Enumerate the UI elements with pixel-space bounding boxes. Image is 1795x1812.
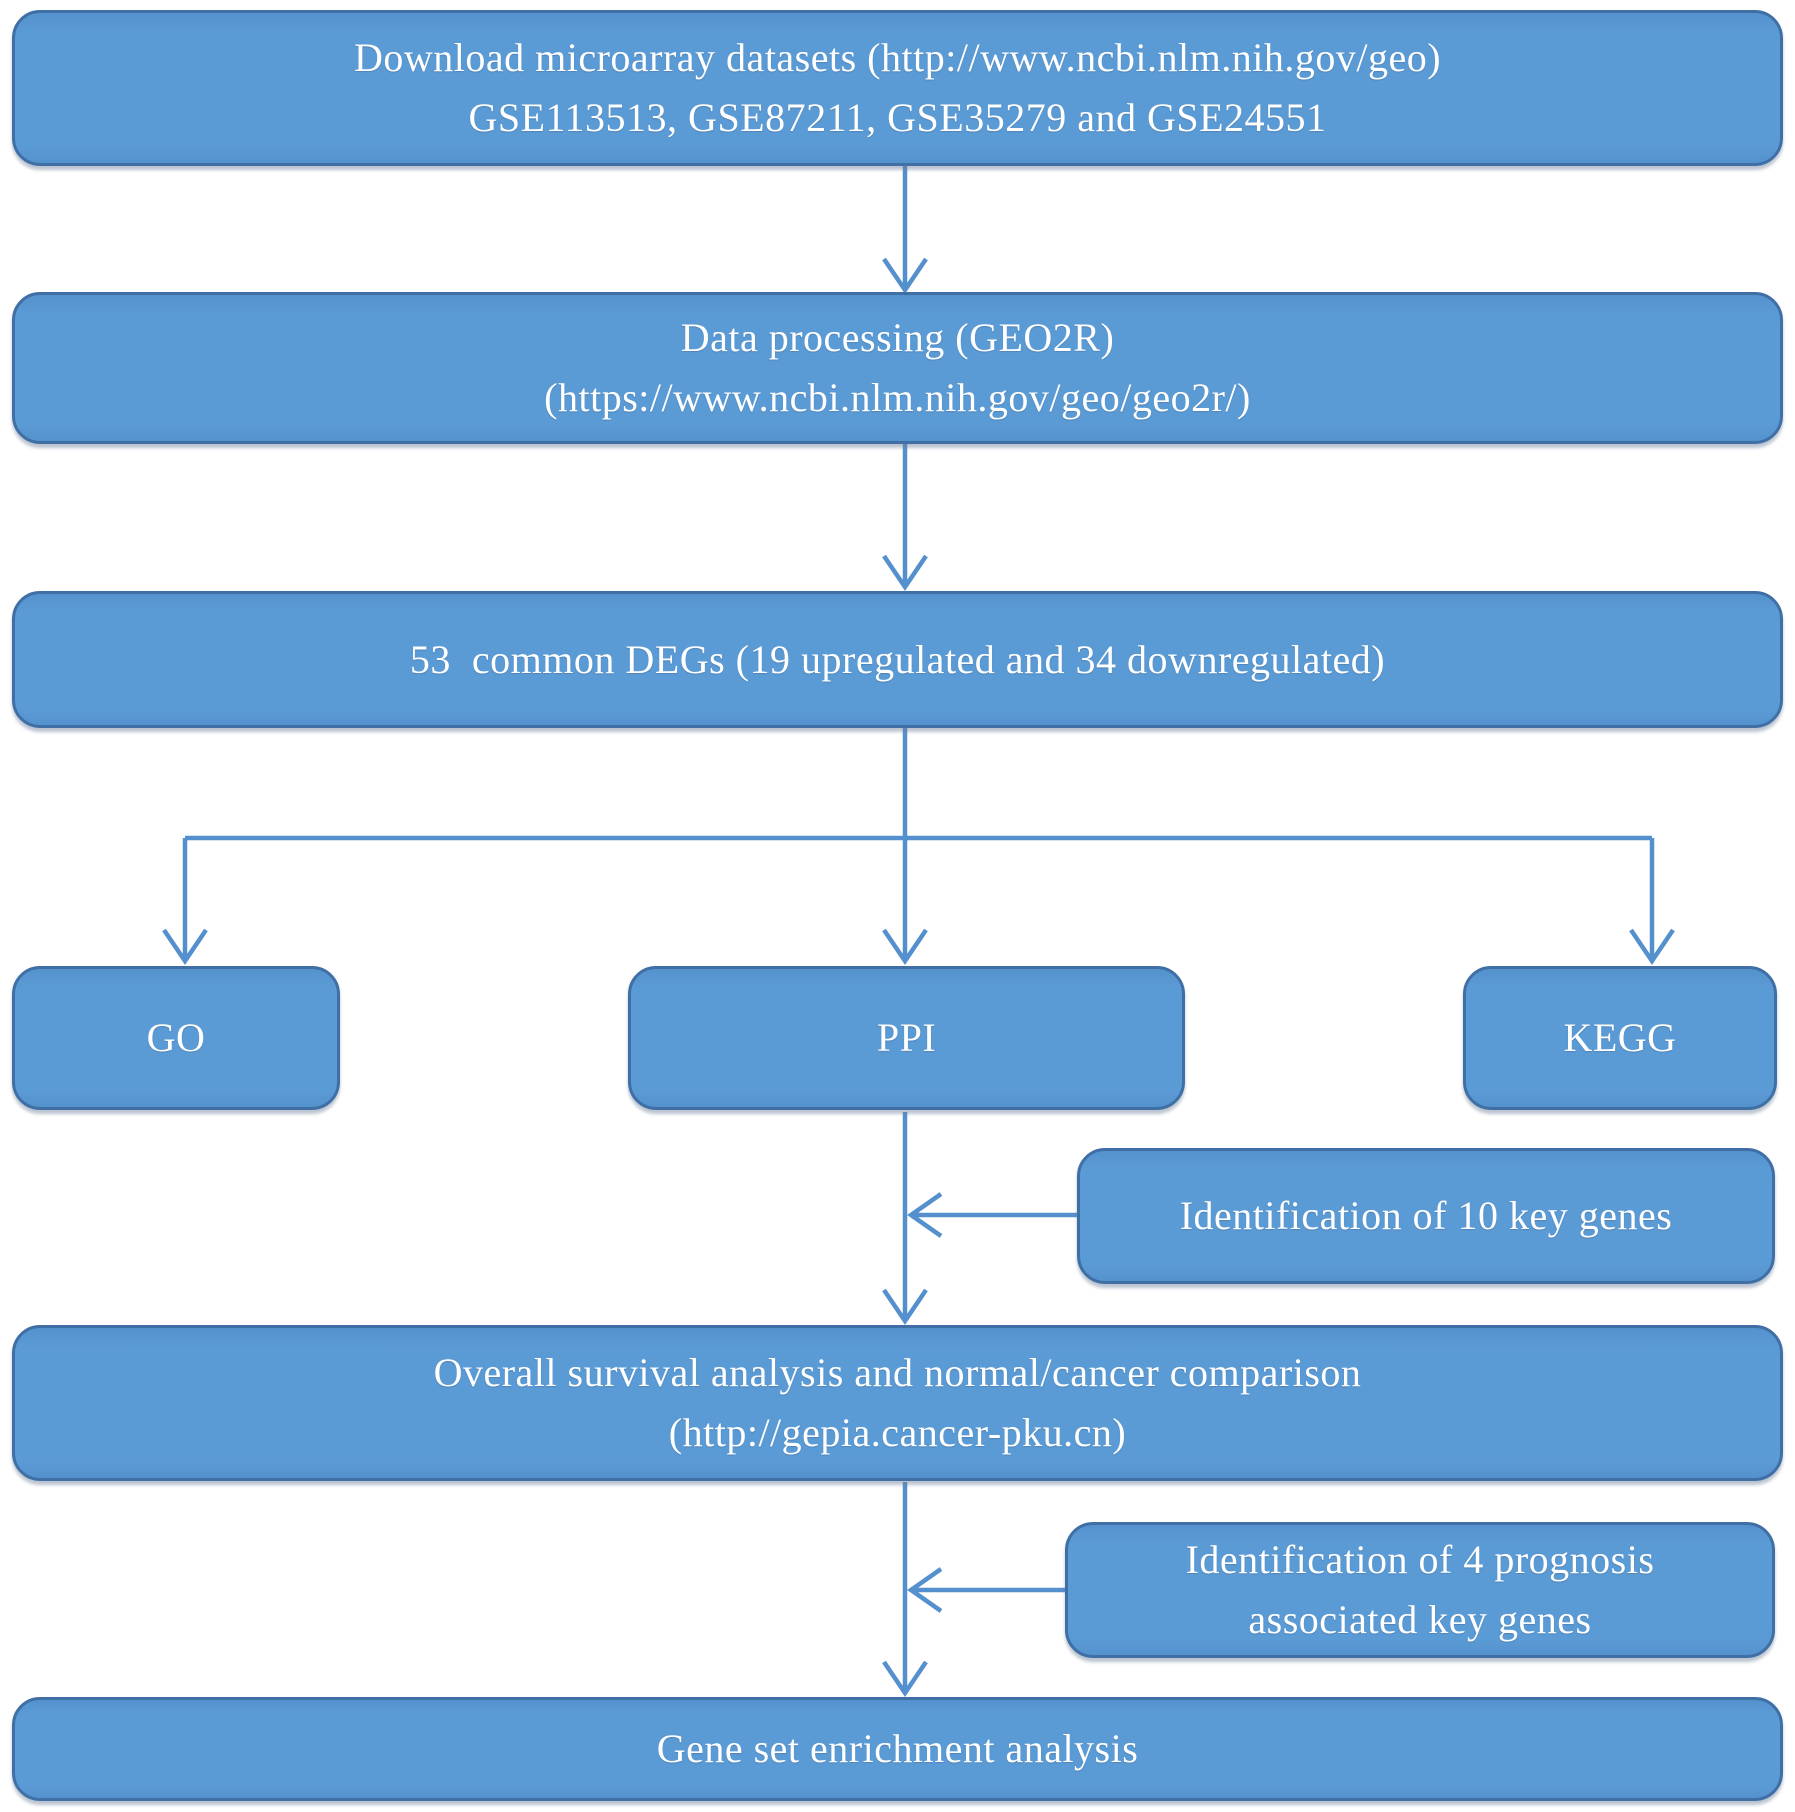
node-gene-set-enrichment: Gene set enrichment analysis <box>12 1697 1783 1801</box>
arrow-download-to-processing <box>882 166 928 295</box>
node-identification-4-prognosis-genes: Identification of 4 prognosis associated… <box>1065 1522 1775 1658</box>
node-text: Identification of 10 key genes <box>1179 1193 1673 1238</box>
node-text: GO <box>146 1015 206 1060</box>
node-text: PPI <box>876 1015 937 1060</box>
node-go: GO <box>12 966 340 1110</box>
node-text: associated key genes <box>1248 1597 1592 1642</box>
node-text: Gene set enrichment analysis <box>656 1726 1139 1771</box>
node-kegg: KEGG <box>1463 966 1777 1110</box>
node-text: Download microarray datasets (http://www… <box>353 35 1442 80</box>
node-survival-analysis: Overall survival analysis and normal/can… <box>12 1325 1783 1481</box>
arrow-degs-to-ppi <box>882 728 928 966</box>
node-text: GSE113513, GSE87211, GSE35279 and GSE245… <box>468 95 1327 140</box>
arrow-branch-to-kegg <box>1629 838 1675 966</box>
node-text: 53 common DEGs (19 upregulated and 34 do… <box>409 636 1386 682</box>
node-text: Overall survival analysis and normal/can… <box>433 1350 1362 1395</box>
node-text: (https://www.ncbi.nlm.nih.gov/geo/geo2r/… <box>544 375 1251 420</box>
node-text: KEGG <box>1563 1015 1677 1060</box>
node-common-degs: 53 common DEGs (19 upregulated and 34 do… <box>12 591 1783 728</box>
node-data-processing: Data processing (GEO2R) (https://www.ncb… <box>12 292 1783 444</box>
arrow-processing-to-degs <box>882 444 928 592</box>
node-text: (http://gepia.cancer-pku.cn) <box>668 1410 1127 1455</box>
arrow-survival-to-gsea <box>882 1482 928 1698</box>
node-text: Data processing (GEO2R) <box>680 315 1115 360</box>
arrow-key10-to-flow <box>907 1192 1077 1238</box>
arrow-branch-to-go <box>162 838 208 966</box>
node-download-datasets: Download microarray datasets (http://www… <box>12 10 1783 166</box>
arrow-ppi-to-survival <box>882 1112 928 1326</box>
arrow-key4-to-flow <box>907 1567 1065 1613</box>
node-identification-10-key-genes: Identification of 10 key genes <box>1077 1148 1775 1284</box>
node-ppi: PPI <box>628 966 1185 1110</box>
node-text: Identification of 4 prognosis <box>1185 1537 1655 1582</box>
